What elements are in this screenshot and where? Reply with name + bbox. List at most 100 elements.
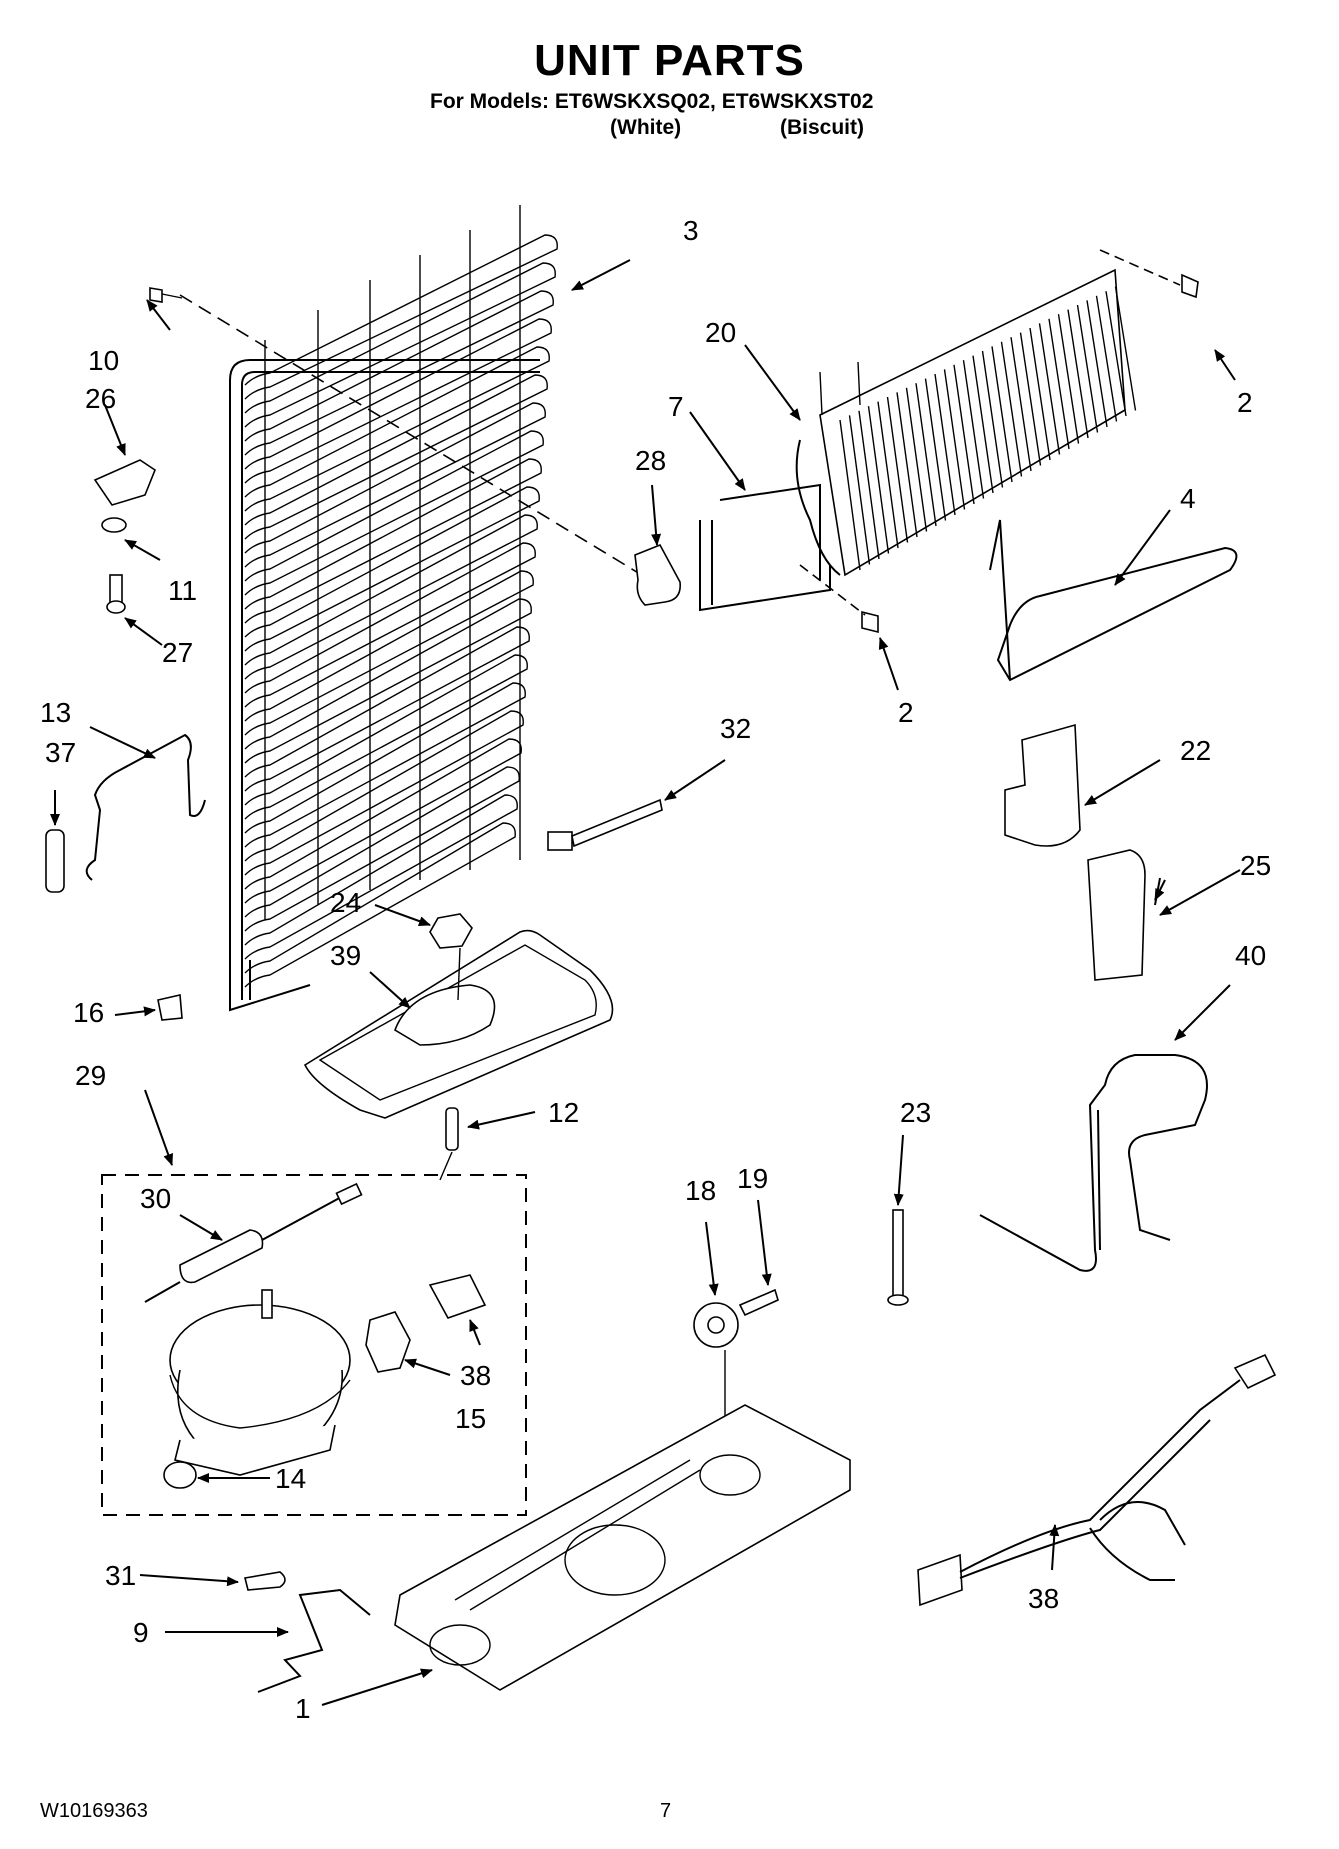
washer-11 xyxy=(101,517,127,533)
base-plate-1 xyxy=(394,1404,851,1691)
callout-27: 27 xyxy=(162,637,193,668)
evaporator-fin xyxy=(1105,291,1127,417)
evaporator-fin xyxy=(1048,318,1070,450)
condenser-loop xyxy=(244,346,550,512)
evaporator-fin xyxy=(896,392,918,538)
callout-37: 31 xyxy=(105,1560,136,1591)
sleeve-31 xyxy=(45,829,65,893)
callout-28: 29 xyxy=(75,1060,106,1091)
callout-38: 38 xyxy=(1028,1583,1059,1614)
drain-pan-39 xyxy=(303,929,614,1119)
callout-12: 12 xyxy=(548,1097,579,1128)
evaporator-fin xyxy=(972,355,994,494)
evaporator-fin xyxy=(1000,341,1023,477)
callout-19: 22 xyxy=(1180,735,1211,766)
evaporator-fin xyxy=(877,401,899,549)
clip-16 xyxy=(157,994,183,1021)
evaporator-fin xyxy=(915,383,937,527)
evaporator-fin xyxy=(1067,309,1089,439)
nut-24 xyxy=(429,913,473,949)
condenser-loop xyxy=(244,262,556,428)
condenser-loop xyxy=(244,486,540,652)
condenser-loop xyxy=(244,654,528,820)
screw-2-lower xyxy=(799,564,879,634)
condenser-loop xyxy=(244,794,518,960)
callout-7: 7 xyxy=(668,391,684,422)
evaporator-fin xyxy=(1086,300,1108,428)
model-variant-biscuit: (Biscuit) xyxy=(780,116,864,139)
callout-14: 14 xyxy=(275,1463,306,1494)
condenser-loop xyxy=(244,598,532,764)
foam-19 xyxy=(1004,723,1081,847)
evaporator-fin xyxy=(1114,286,1137,411)
evaporator-fin xyxy=(905,387,928,532)
wheel-17 xyxy=(693,1302,739,1348)
callout-2b: 2 xyxy=(898,697,914,728)
evaporator-fin xyxy=(1057,314,1080,444)
evaporator-fin xyxy=(839,419,861,571)
condenser-loop xyxy=(244,514,538,680)
condenser-coil xyxy=(229,205,558,1012)
evaporator xyxy=(699,268,1137,612)
evaporator-fin xyxy=(1019,332,1042,466)
evaporator-fin xyxy=(848,415,871,565)
callout-9: 9 xyxy=(133,1617,149,1648)
callout-2a: 2 xyxy=(1237,387,1253,418)
drier-29 xyxy=(144,1182,363,1303)
clip-25 xyxy=(93,459,156,506)
screw-27 xyxy=(106,574,126,614)
tube-13 xyxy=(85,733,206,881)
condenser-loop xyxy=(244,458,542,624)
evaporator-fin xyxy=(981,350,1004,488)
evaporator-fin xyxy=(962,360,985,499)
condenser-loop xyxy=(244,430,544,596)
harness-38 xyxy=(917,1353,1277,1607)
tube-40 xyxy=(979,1054,1208,1272)
evaporator-fin xyxy=(991,346,1013,483)
evaporator-fin xyxy=(1029,327,1051,461)
mount-line-10-26 xyxy=(179,294,651,581)
leader-lines xyxy=(50,259,1241,1706)
condenser-loop xyxy=(244,290,554,456)
page-number: 7 xyxy=(660,1800,672,1822)
evaporator-fin xyxy=(886,396,909,543)
condenser-loop xyxy=(244,766,520,932)
models-line: For Models: ET6WSKXSQ02, ET6WSKXST02 xyxy=(430,90,874,113)
screw-10 xyxy=(149,287,183,303)
grommet-14 xyxy=(163,1461,197,1489)
condenser-loop xyxy=(244,682,526,848)
condenser-loop xyxy=(244,626,530,792)
callout-16: 16 xyxy=(73,997,104,1028)
callout-13: 13 xyxy=(40,697,71,728)
callout-3: 3 xyxy=(683,215,699,246)
callout-1: 1 xyxy=(295,1693,311,1724)
callout-24: 24 xyxy=(330,887,361,918)
evaporator-fin xyxy=(934,373,956,516)
condenser-loop xyxy=(244,822,516,988)
condenser-loop xyxy=(244,542,536,708)
defrost-heater-4 xyxy=(996,546,1238,682)
clip-37 xyxy=(244,1571,286,1591)
wire-9 xyxy=(257,1588,371,1693)
screw-2-upper xyxy=(1099,249,1199,299)
condenser-loop xyxy=(244,738,522,904)
callout-4: 4 xyxy=(1180,483,1196,514)
condenser-loop xyxy=(244,318,552,484)
condenser-loop xyxy=(244,374,548,540)
evaporator-fin xyxy=(1076,304,1099,433)
callout-labels: 3 10 26 11 27 20 7 28 2 4 2 13 37 32 22 … xyxy=(40,215,1271,1724)
callout-26: 28 xyxy=(635,445,666,476)
callout-10: 10 xyxy=(88,345,119,376)
callout-31: 37 xyxy=(45,737,76,768)
evaporator-fin xyxy=(1095,295,1118,422)
condenser-loop xyxy=(244,234,558,400)
callout-22: 23 xyxy=(900,1097,931,1128)
model-variant-white: (White) xyxy=(610,116,682,139)
callout-25: 26 xyxy=(85,383,116,414)
condenser-loop xyxy=(244,402,546,568)
evaporator-fin xyxy=(943,369,966,510)
callout-17: 18 xyxy=(685,1175,716,1206)
cable-tie-30 xyxy=(547,798,663,851)
callout-39: 39 xyxy=(330,940,361,971)
